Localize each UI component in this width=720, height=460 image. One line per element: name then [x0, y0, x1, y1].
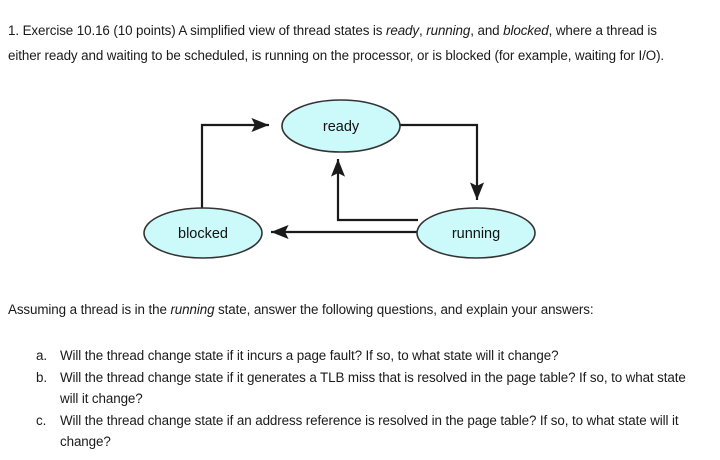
edge-blocked-to-ready [200, 117, 269, 208]
body-text: 1. Exercise 10.16 (10 points) A simplifi… [8, 23, 386, 39]
diagram-svg: ready blocked running [143, 99, 536, 259]
edge-ready-to-running [400, 123, 485, 200]
list-item-text: Will the thread change state if an addre… [60, 412, 679, 450]
list-marker: a. [36, 348, 47, 363]
list-item: c. Will the thread change state if an ad… [0, 410, 700, 453]
node-running-label: running [452, 226, 500, 242]
list-item-text: Will the thread change state if it gener… [60, 369, 686, 407]
node-ready: ready [281, 99, 401, 153]
question-list: a. Will the thread change state if it in… [0, 345, 700, 453]
body-text: Assuming a thread is in the [8, 302, 171, 318]
emphasis-text: ready [386, 23, 419, 39]
node-blocked: blocked [143, 207, 263, 259]
list-item-text: Will the thread change state if it incur… [60, 348, 559, 363]
body-text: , where a thread is either ready and wai… [8, 23, 665, 63]
node-running: running [416, 207, 536, 259]
assuming-paragraph: Assuming a thread is in the running stat… [8, 298, 692, 323]
node-running-shape [416, 207, 536, 259]
body-text: state, answer the following questions, a… [214, 302, 594, 318]
edge-running-to-ready [330, 159, 418, 222]
emphasis-text: running [426, 23, 471, 39]
body-text: , [419, 23, 427, 39]
node-blocked-shape [143, 207, 263, 259]
list-marker: c. [36, 412, 47, 428]
node-ready-shape [281, 99, 401, 153]
list-item: b. Will the thread change state if it ge… [0, 367, 700, 410]
list-marker: b. [36, 369, 47, 385]
emphasis-text: blocked [503, 23, 549, 39]
diagram-edges [200, 117, 485, 240]
node-ready-label: ready [323, 119, 360, 135]
list-item: a. Will the thread change state if it in… [0, 345, 700, 367]
emphasis-text: running [170, 302, 215, 318]
node-blocked-label: blocked [178, 226, 228, 242]
thread-state-diagram: ready blocked running [0, 85, 600, 270]
intro-paragraph: 1. Exercise 10.16 (10 points) A simplifi… [8, 19, 692, 68]
body-text: , and [470, 23, 504, 39]
